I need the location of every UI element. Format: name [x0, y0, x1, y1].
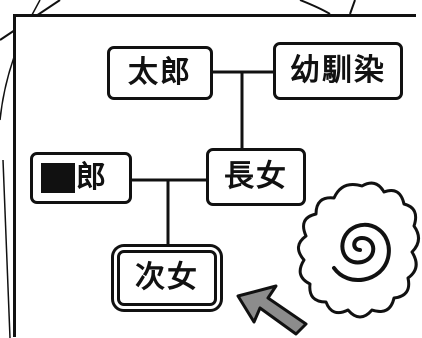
node-chojo-label: 長女 — [224, 159, 288, 194]
node-redacted-ro: 郎 — [30, 152, 132, 204]
node-jijo-highlighted: 次女 — [114, 247, 220, 309]
node-redacted-label: 郎 — [76, 160, 108, 195]
redaction-bar — [41, 163, 75, 193]
node-osananajimi-label: 幼馴染 — [290, 53, 386, 88]
naruto-swirl-icon — [297, 181, 420, 319]
node-chojo: 長女 — [206, 148, 306, 206]
node-taro: 太郎 — [107, 46, 213, 100]
node-jijo-label: 次女 — [135, 260, 199, 295]
node-taro-label: 太郎 — [128, 55, 192, 90]
node-osananajimi: 幼馴染 — [273, 42, 403, 100]
pointer-arrow-icon — [236, 284, 308, 336]
